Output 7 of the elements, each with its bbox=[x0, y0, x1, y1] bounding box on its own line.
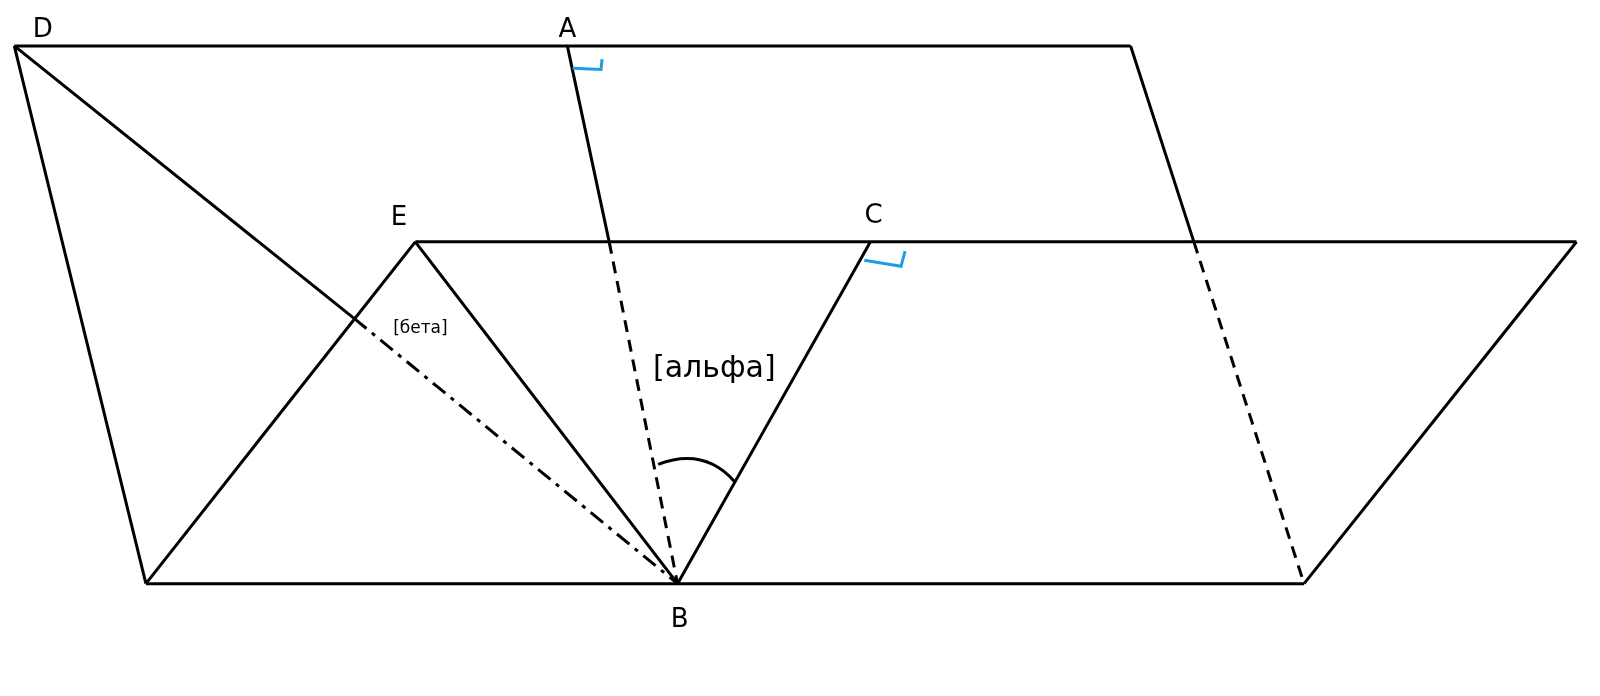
point-label: B bbox=[670, 605, 689, 632]
angle-label: [альфа] bbox=[652, 352, 776, 383]
point-label: C bbox=[864, 201, 883, 228]
point-label: D bbox=[32, 14, 53, 41]
point-label: A bbox=[558, 14, 577, 41]
point-label: E bbox=[390, 203, 408, 230]
angle-label: [бета] bbox=[393, 318, 448, 335]
